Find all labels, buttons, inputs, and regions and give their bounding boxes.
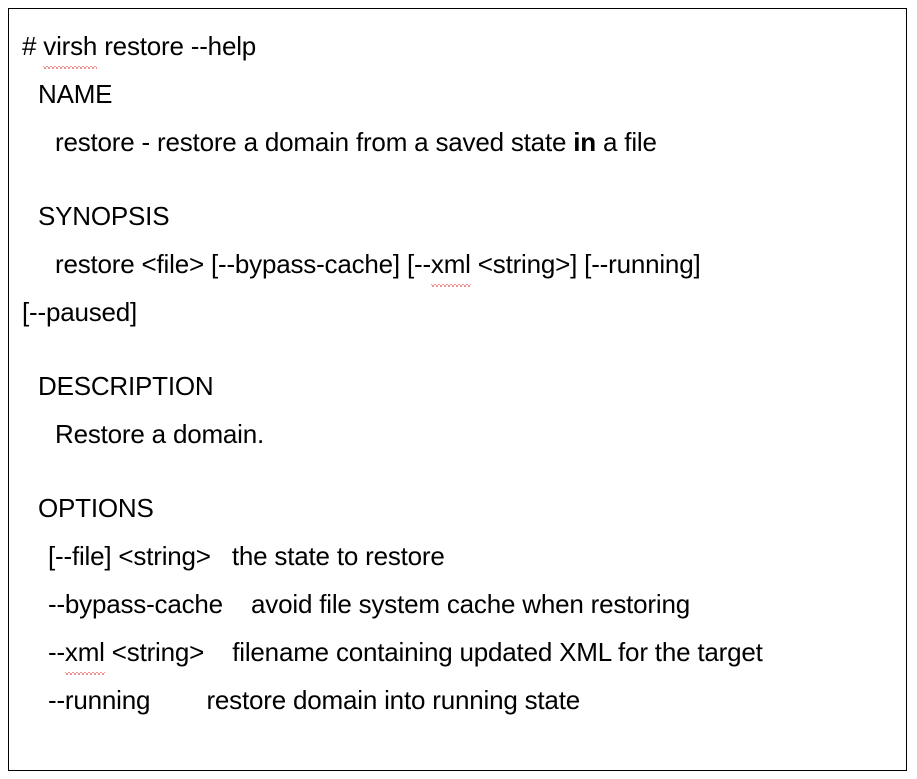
section-heading-name: NAME <box>38 79 113 109</box>
spacer-after-description <box>9 458 906 484</box>
spacer-after-name <box>9 166 906 192</box>
section-heading-description: DESCRIPTION <box>38 371 214 401</box>
option-gap <box>223 589 251 619</box>
option-row-file: [--file] <string> the state to restore <box>9 532 906 580</box>
synopsis-part-1: restore <file> [--bypass-cache] [-- <box>55 249 431 279</box>
option-flag-word-xml: xml <box>64 628 105 676</box>
section-body-name: restore - restore a domain from a saved … <box>9 118 906 166</box>
option-description-xml: filename containing updated XML for the … <box>232 637 763 667</box>
option-description-bypass-cache: avoid file system cache when restoring <box>251 589 690 619</box>
command-line: # virsh restore --help <box>9 22 906 70</box>
option-gap <box>204 637 232 667</box>
prompt-symbol: # <box>22 31 37 61</box>
option-flag-running: --running <box>48 685 151 715</box>
option-flag-xml-suffix: <string> <box>104 637 205 667</box>
document-frame: # virsh restore --help NAME restore - re… <box>8 8 907 771</box>
section-body-synopsis: restore <file> [--bypass-cache] [--xml <… <box>9 240 906 288</box>
name-body-suffix: a file <box>595 127 657 157</box>
option-gap <box>211 541 232 571</box>
option-gap <box>150 685 206 715</box>
option-flag-bypass-cache: --bypass-cache <box>48 589 223 619</box>
option-description-running: restore domain into running state <box>206 685 580 715</box>
section-body-synopsis-wrapped: [--paused] <box>22 297 138 327</box>
option-row-xml: --xml <string> filename containing updat… <box>9 628 906 676</box>
option-flag-file: [--file] <string> <box>48 541 211 571</box>
option-row-bypass-cache: --bypass-cache avoid file system cache w… <box>9 580 906 628</box>
command-arguments: restore --help <box>97 31 257 61</box>
synopsis-part-2: <string>] [--running] <box>470 249 701 279</box>
help-output-text-block: # virsh restore --help NAME restore - re… <box>9 9 906 724</box>
section-heading-synopsis: SYNOPSIS <box>38 201 170 231</box>
name-body-prefix: restore - restore a domain from a saved … <box>55 127 574 157</box>
option-flag-xml-prefix: -- <box>48 637 65 667</box>
spacer-after-synopsis <box>9 336 906 362</box>
synopsis-word-xml: xml <box>430 240 471 288</box>
name-body-bold-word: in <box>573 127 596 157</box>
option-row-running: --running restore domain into running st… <box>9 676 906 724</box>
section-heading-options: OPTIONS <box>38 493 154 523</box>
section-body-description: Restore a domain. <box>55 419 265 449</box>
command-word-virsh: virsh <box>43 22 97 70</box>
command-space <box>36 31 43 61</box>
option-description-file: the state to restore <box>231 541 445 571</box>
